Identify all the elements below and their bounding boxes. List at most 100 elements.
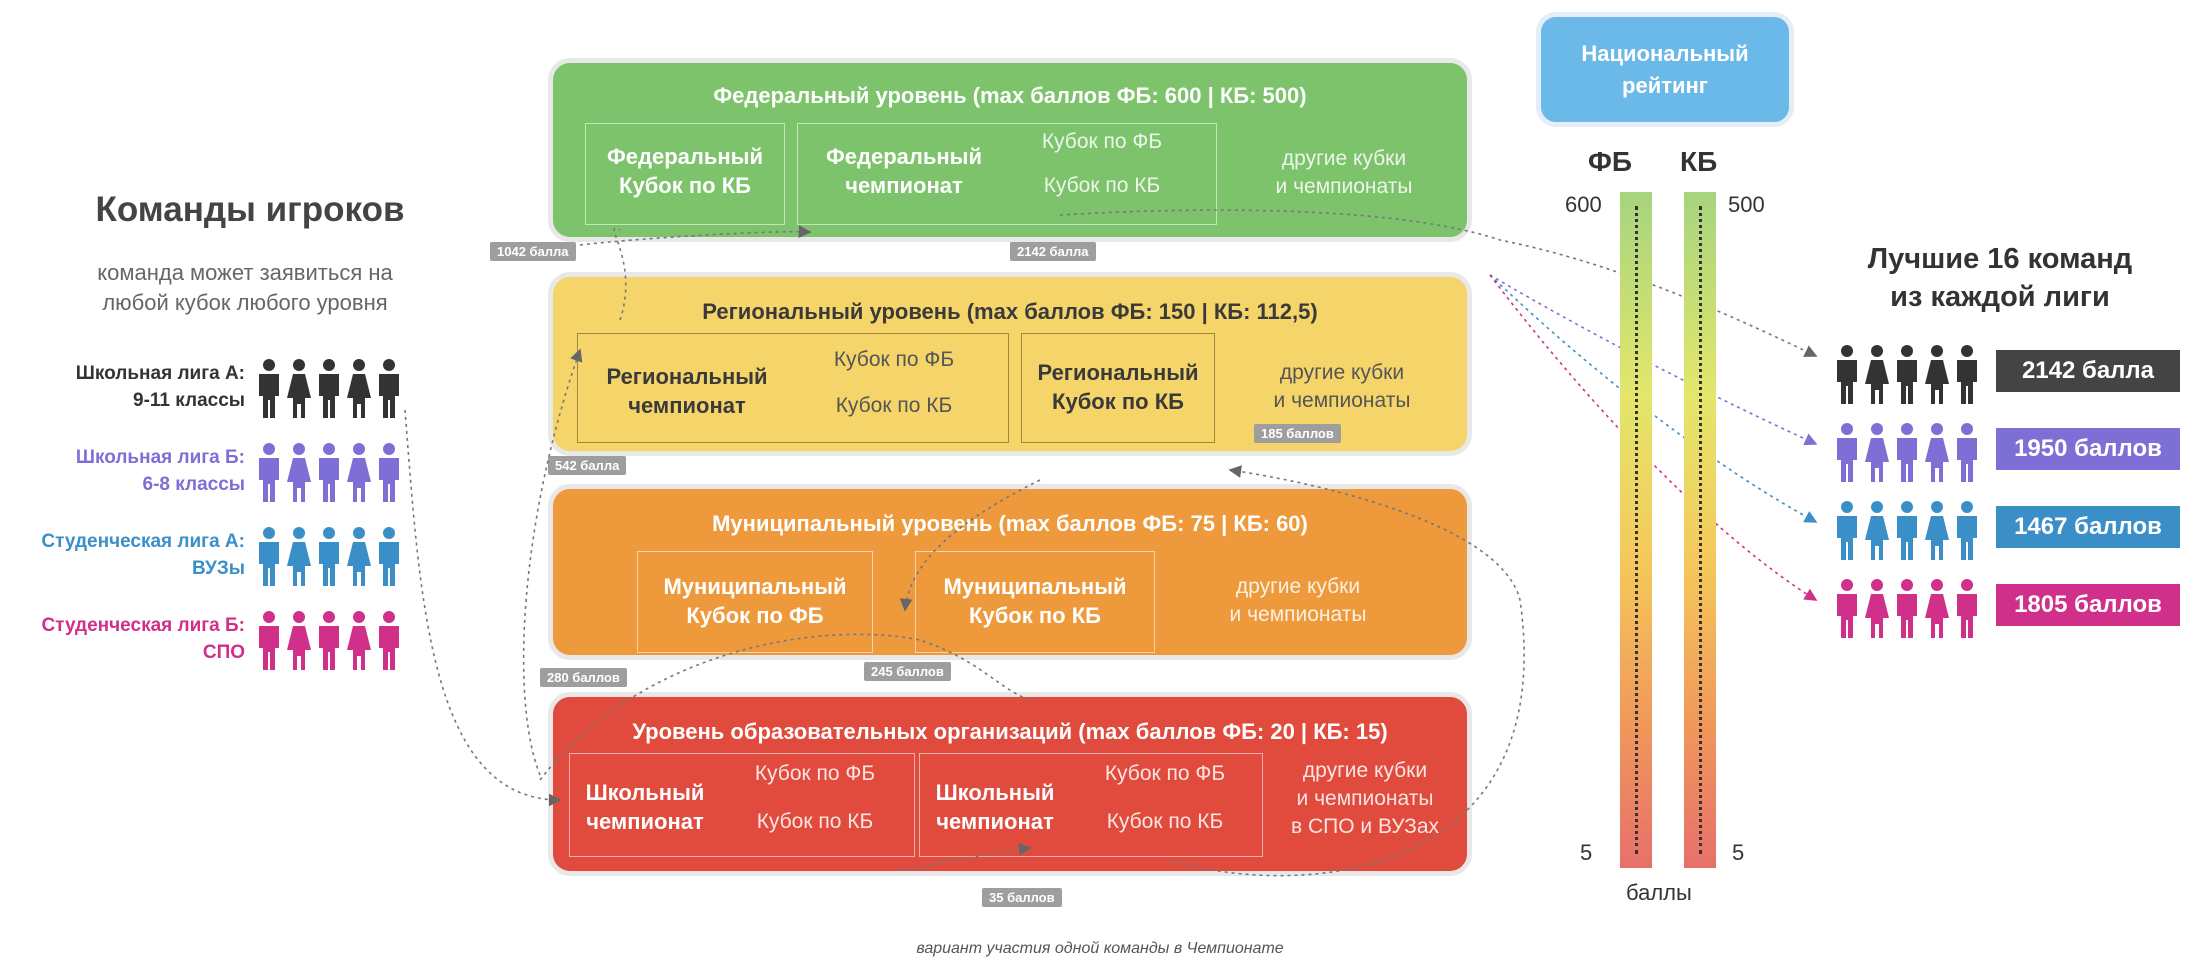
team-people-icon xyxy=(256,610,402,672)
flow-arrow xyxy=(613,227,627,321)
league-row-school-a: Школьная лига А: 9-11 классы xyxy=(0,358,420,428)
person-icon xyxy=(1954,422,1980,484)
cup-kb-label: Кубок по КБ xyxy=(1106,810,1224,833)
cup-fb-label: Кубок по ФБ xyxy=(1104,762,1226,785)
municipal-cup-fb-box: Муниципальный Кубок по ФБ xyxy=(637,551,873,653)
points-tag: 185 баллов xyxy=(1254,424,1341,443)
flow-arrow xyxy=(1169,465,1525,877)
fb-scale-label: ФБ xyxy=(1588,146,1633,177)
person-icon xyxy=(286,358,312,420)
league-label: Студенческая лига А: ВУЗы xyxy=(41,531,245,579)
team-people-icon xyxy=(1834,578,1980,640)
school-championship-box-1: Школьный чемпионат Кубок по ФБ Кубок по … xyxy=(569,753,915,857)
person-icon xyxy=(376,442,402,504)
person-icon xyxy=(1924,578,1950,640)
person-icon xyxy=(376,358,402,420)
person-icon xyxy=(1894,344,1920,406)
flow-arrow xyxy=(404,409,562,807)
team-people-icon xyxy=(1834,500,1980,562)
league-label: Школьная лига Б: 6-8 классы xyxy=(75,447,245,495)
person-icon xyxy=(286,526,312,588)
school-championship-box-2: Школьный чемпионат Кубок по ФБ Кубок по … xyxy=(919,753,1263,857)
kb-scale-bar xyxy=(1684,192,1716,868)
team-people-icon xyxy=(256,442,402,504)
team-people-icon xyxy=(256,526,402,588)
flow-arrow xyxy=(522,348,583,776)
points-tag: 280 баллов xyxy=(540,668,627,687)
other-cups-label: другие кубки и чемпионаты xyxy=(1275,147,1413,198)
points-tag: 35 баллов xyxy=(982,888,1062,907)
federal-level-title: Федеральный уровень (max баллов ФБ: 600 … xyxy=(713,83,1307,108)
federal-championship-box: Федеральный чемпионат Кубок по ФБ Кубок … xyxy=(797,123,1217,225)
person-icon xyxy=(316,610,342,672)
fb-max-value: 600 xyxy=(1565,192,1602,217)
municipal-cup-kb-box: Муниципальный Кубок по КБ xyxy=(915,551,1155,653)
person-icon xyxy=(1834,422,1860,484)
cup-fb-label: Кубок по ФБ xyxy=(833,348,955,371)
team-people-icon xyxy=(1834,422,1980,484)
score-badge: 2142 балла xyxy=(1996,350,2180,392)
person-icon xyxy=(1894,500,1920,562)
league-row-student-b: Студенческая лига Б: СПО xyxy=(0,610,420,680)
school-level-panel: Уровень образовательных организаций (max… xyxy=(548,692,1472,876)
top-teams-title: Лучшие 16 команд из каждой лиги xyxy=(1867,243,2133,313)
person-icon xyxy=(1864,344,1890,406)
person-icon xyxy=(256,442,282,504)
person-icon xyxy=(346,526,372,588)
person-icon xyxy=(256,526,282,588)
person-icon xyxy=(346,358,372,420)
person-icon xyxy=(1954,344,1980,406)
federal-level-panel: Федеральный уровень (max баллов ФБ: 600 … xyxy=(548,58,1472,242)
league-row-school-b: Школьная лига Б: 6-8 классы xyxy=(0,442,420,512)
flow-arrow xyxy=(1059,209,1818,357)
flow-arrow xyxy=(899,479,1041,612)
flow-arrow xyxy=(1489,274,1818,601)
regional-level-panel: Региональный уровень (max баллов ФБ: 150… xyxy=(548,272,1472,456)
regional-cup-kb-box: Региональный Кубок по КБ xyxy=(1021,333,1215,443)
score-badge: 1467 баллов xyxy=(1996,506,2180,548)
regional-level-title: Региональный уровень (max баллов ФБ: 150… xyxy=(702,299,1318,324)
kb-scale-label: КБ xyxy=(1680,146,1718,177)
person-icon xyxy=(1864,422,1890,484)
cup-kb-label: Кубок по КБ xyxy=(756,810,874,833)
league-label: Школьная лига А: 9-11 классы xyxy=(75,363,245,411)
score-badge: 1950 баллов xyxy=(1996,428,2180,470)
team-people-icon xyxy=(256,358,402,420)
kb-min-value: 5 xyxy=(1732,840,1745,865)
cup-kb-label: Кубок по КБ xyxy=(1043,174,1161,197)
league-label: Студенческая лига Б: СПО xyxy=(41,615,245,663)
teams-title: Команды игроков xyxy=(95,190,405,229)
person-icon xyxy=(1924,422,1950,484)
flow-arrow xyxy=(539,633,1031,781)
person-icon xyxy=(316,358,342,420)
score-badge: 1805 баллов xyxy=(1996,584,2180,626)
person-icon xyxy=(1894,578,1920,640)
person-icon xyxy=(256,358,282,420)
person-icon xyxy=(1924,344,1950,406)
fb-min-value: 5 xyxy=(1580,840,1593,865)
person-icon xyxy=(346,442,372,504)
person-icon xyxy=(1954,500,1980,562)
points-tag: 542 балла xyxy=(548,456,627,475)
person-icon xyxy=(316,442,342,504)
person-icon xyxy=(376,526,402,588)
person-icon xyxy=(1864,500,1890,562)
person-icon xyxy=(286,610,312,672)
kb-max-value: 500 xyxy=(1728,192,1765,217)
school-level-title: Уровень образовательных организаций (max… xyxy=(632,719,1388,744)
person-icon xyxy=(286,442,312,504)
league-row-student-a: Студенческая лига А: ВУЗы xyxy=(0,526,420,596)
person-icon xyxy=(1834,500,1860,562)
fb-scale-bar xyxy=(1620,192,1652,868)
teams-subtitle: команда может заявиться на любой кубок л… xyxy=(97,260,393,315)
flow-arrow xyxy=(1489,274,1818,523)
person-icon xyxy=(1864,578,1890,640)
municipal-level-title: Муниципальный уровень (max баллов ФБ: 75… xyxy=(712,511,1308,536)
diagram-caption: вариант участия одной команды в Чемпиона… xyxy=(916,940,1284,957)
cup-fb-label: Кубок по ФБ xyxy=(1041,130,1163,153)
person-icon xyxy=(1954,578,1980,640)
person-icon xyxy=(1894,422,1920,484)
other-cups-label: другие кубки и чемпионаты xyxy=(1229,575,1367,626)
other-cups-label: другие кубки и чемпионаты xyxy=(1273,361,1411,412)
cup-kb-label: Кубок по КБ xyxy=(835,394,953,417)
